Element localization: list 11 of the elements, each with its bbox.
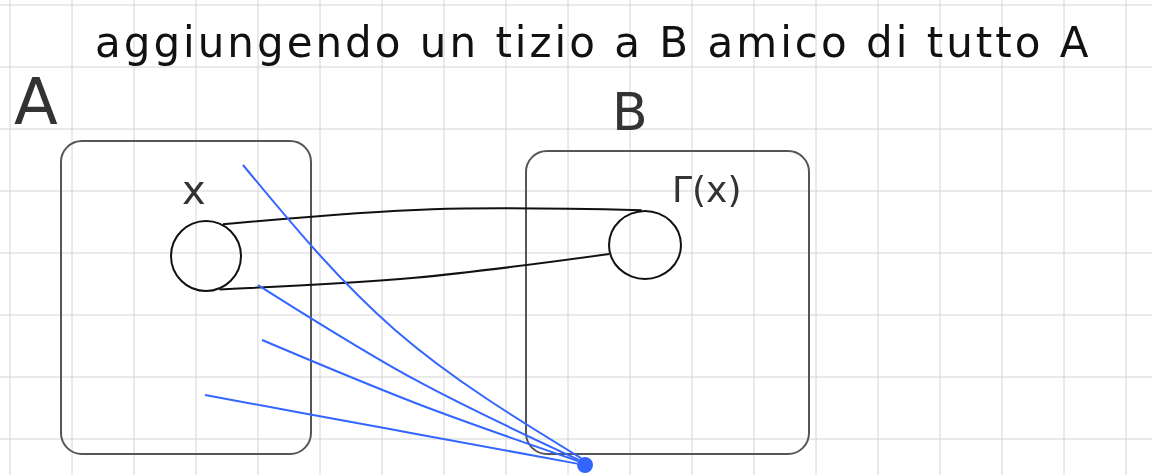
connection-line xyxy=(218,253,611,291)
element-label: Γ(x) xyxy=(672,172,742,208)
connection-line xyxy=(257,284,580,461)
connection-line xyxy=(261,339,580,462)
connection-line xyxy=(204,394,579,465)
set-label: A xyxy=(14,70,58,134)
connection-line xyxy=(242,164,582,460)
connection-line xyxy=(221,207,643,226)
set-label: B xyxy=(612,86,648,138)
handwritten-title: aggiungendo un tizio a B amico di tutto A xyxy=(95,20,1092,67)
element-label: x xyxy=(182,170,206,210)
